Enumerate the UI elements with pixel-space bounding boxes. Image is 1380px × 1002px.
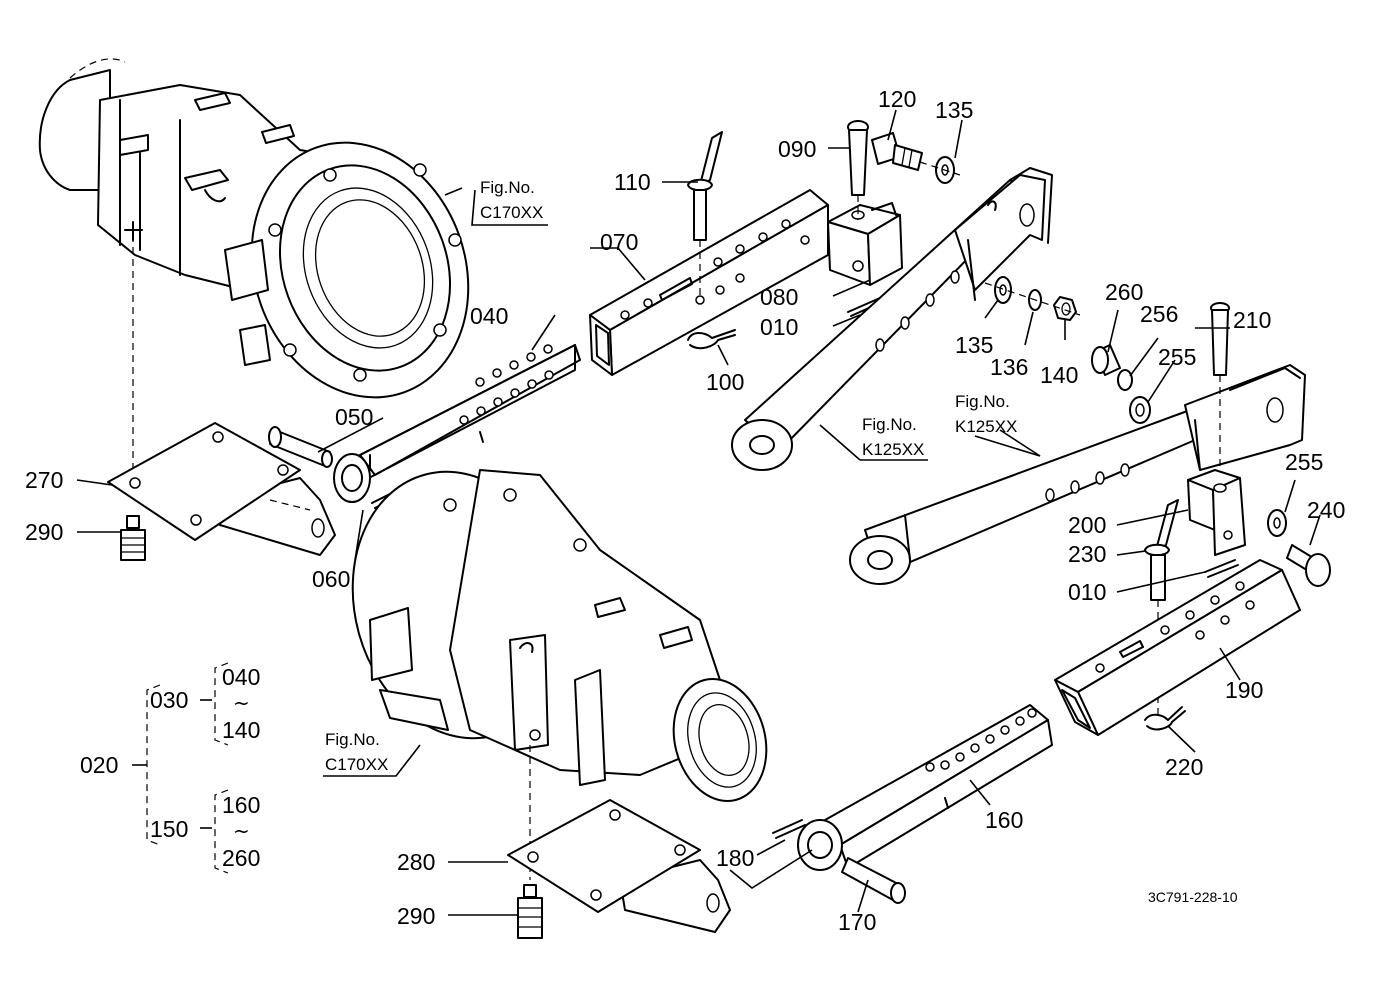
label-040-tree: 040 — [222, 664, 260, 690]
label-255-top: 255 — [1158, 344, 1196, 370]
label-010-top: 010 — [760, 314, 798, 340]
label-080: 080 — [760, 284, 798, 310]
label-230: 230 — [1068, 541, 1106, 567]
bolt-290-top — [120, 515, 146, 561]
label-170: 170 — [838, 909, 876, 935]
label-136: 136 — [990, 354, 1028, 380]
label-140-tree: 140 — [222, 717, 260, 743]
bracket-080 — [827, 202, 903, 286]
label-200: 200 — [1068, 512, 1106, 538]
label-260: 260 — [1105, 279, 1143, 305]
washer-135-mid — [994, 276, 1012, 304]
label-020: 020 — [80, 752, 118, 778]
figref-k125-left-line1: Fig.No. — [862, 415, 917, 434]
lower-link-upper — [731, 167, 1053, 471]
label-040: 040 — [470, 303, 508, 329]
pin-090 — [847, 120, 869, 196]
pin-240 — [1286, 544, 1331, 587]
label-280: 280 — [397, 849, 435, 875]
tilde-150: ~ — [233, 819, 250, 843]
sleeve-070 — [589, 189, 829, 376]
label-135-mid: 135 — [955, 332, 993, 358]
pin-110 — [687, 131, 723, 241]
cotter-010-bottom — [1204, 559, 1239, 578]
tilde-030: ~ — [233, 691, 250, 715]
bracket-plate-270 — [107, 422, 336, 556]
figref-k125-right-line2: K125XX — [955, 417, 1017, 436]
label-160: 160 — [985, 807, 1023, 833]
label-060: 060 — [312, 566, 350, 592]
nut-140 — [1053, 296, 1077, 321]
label-120: 120 — [878, 86, 916, 112]
washer-256 — [1117, 369, 1133, 391]
stabilizer-bar-160 — [797, 704, 1053, 871]
label-190: 190 — [1225, 677, 1263, 703]
axle-housing-left — [38, 58, 470, 399]
lower-link-lower — [849, 364, 1306, 585]
label-090: 090 — [778, 136, 816, 162]
label-050: 050 — [335, 404, 373, 430]
label-110: 110 — [614, 169, 651, 195]
washer-255-bottom — [1267, 509, 1287, 537]
label-030: 030 — [150, 687, 188, 713]
assembly-tree — [132, 662, 229, 874]
sleeve-190 — [1054, 559, 1301, 736]
figref-k125-left-line2: K125XX — [862, 440, 924, 459]
figref-k125-right-line1: Fig.No. — [955, 392, 1010, 411]
clip-100 — [687, 329, 736, 350]
label-220: 220 — [1165, 754, 1203, 780]
label-290-top: 290 — [25, 519, 63, 545]
figure-references: Fig.No. C170XX Fig.No. K125XX Fig.No. K1… — [325, 178, 1017, 774]
stabilizer-bar-040 — [333, 344, 581, 503]
label-070: 070 — [600, 229, 638, 255]
bolt-290-bottom — [517, 884, 543, 939]
bracket-200 — [1187, 469, 1246, 556]
label-135-top: 135 — [935, 97, 973, 123]
label-180: 180 — [716, 845, 754, 871]
bracket-plate-280 — [507, 799, 731, 933]
label-100: 100 — [706, 369, 744, 395]
leader-lines — [76, 109, 1321, 916]
label-210: 210 — [1233, 307, 1271, 333]
part-labels: 110 070 040 050 270 290 060 090 120 135 … — [25, 86, 1345, 935]
cotter-180 — [772, 819, 806, 839]
label-140: 140 — [1040, 362, 1078, 388]
bushing-260 — [1091, 344, 1121, 376]
label-270: 270 — [25, 467, 63, 493]
axle-housing-right — [351, 469, 768, 803]
label-240: 240 — [1307, 497, 1345, 523]
figref-c170-top-line1: Fig.No. — [480, 178, 535, 197]
label-160-tree: 160 — [222, 792, 260, 818]
label-290-bottom: 290 — [397, 903, 435, 929]
pin-210 — [1210, 302, 1230, 376]
washer-255-top — [1129, 396, 1151, 424]
drawing-code: 3C791-228-10 — [1148, 889, 1238, 905]
label-255-bottom: 255 — [1285, 449, 1323, 475]
label-256: 256 — [1140, 301, 1178, 327]
bolt-120 — [871, 132, 923, 171]
pin-170 — [841, 857, 906, 904]
figref-c170-top-line2: C170XX — [480, 203, 543, 222]
label-010-bottom: 010 — [1068, 579, 1106, 605]
label-260-tree: 260 — [222, 845, 260, 871]
label-150: 150 — [150, 816, 188, 842]
figref-c170-bottom-line1: Fig.No. — [325, 730, 380, 749]
clip-220 — [1144, 706, 1186, 731]
pin-050 — [268, 426, 333, 468]
figref-c170-bottom-line2: C170XX — [325, 755, 388, 774]
